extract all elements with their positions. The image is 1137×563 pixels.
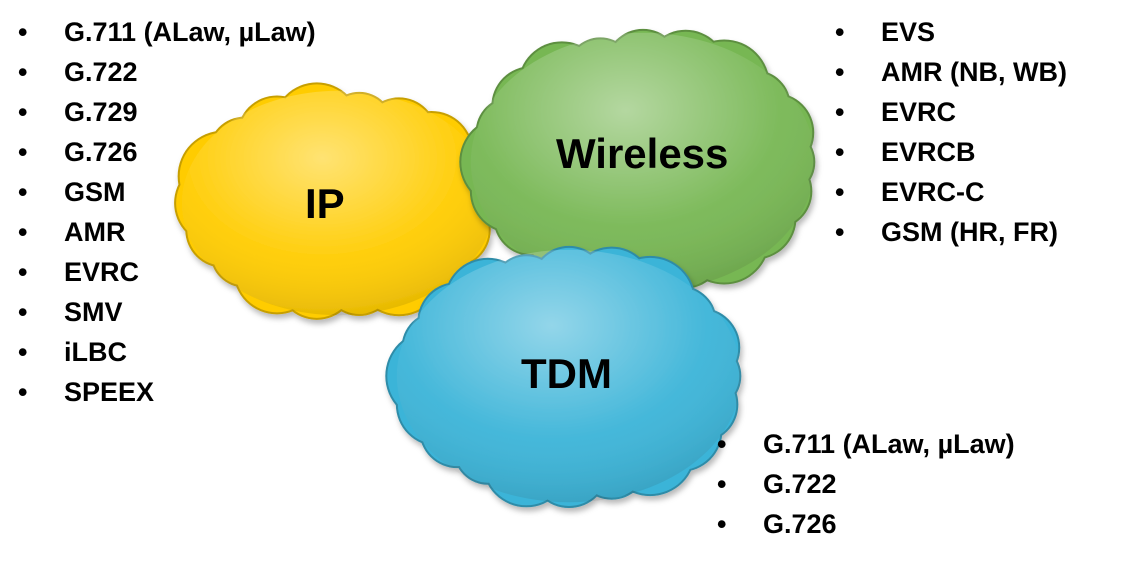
list-item: EVRC-C (835, 172, 1067, 212)
list-item: G.711 (ALaw, µLaw) (717, 424, 1015, 464)
ip-codec-list: G.711 (ALaw, µLaw) G.722 G.729 G.726 GSM… (18, 12, 316, 412)
list-item: EVRCB (835, 132, 1067, 172)
list-item: SPEEX (18, 372, 316, 412)
list-item: G.722 (18, 52, 316, 92)
list-item: AMR (NB, WB) (835, 52, 1067, 92)
list-item: G.729 (18, 92, 316, 132)
list-item: G.722 (717, 464, 1015, 504)
list-item: G.726 (18, 132, 316, 172)
list-item: EVS (835, 12, 1067, 52)
list-item: iLBC (18, 332, 316, 372)
wireless-cloud-label: Wireless (556, 130, 729, 177)
list-item: GSM (18, 172, 316, 212)
list-item: SMV (18, 292, 316, 332)
list-item: EVRC (18, 252, 316, 292)
list-item: EVRC (835, 92, 1067, 132)
tdm-cloud (385, 245, 742, 508)
list-item: G.711 (ALaw, µLaw) (18, 12, 316, 52)
tdm-cloud-label: TDM (521, 350, 612, 397)
tdm-codec-list: G.711 (ALaw, µLaw) G.722 G.726 (717, 424, 1015, 544)
list-item: GSM (HR, FR) (835, 212, 1067, 252)
list-item: AMR (18, 212, 316, 252)
list-item: G.726 (717, 504, 1015, 544)
wireless-codec-list: EVS AMR (NB, WB) EVRC EVRCB EVRC-C GSM (… (835, 12, 1067, 252)
